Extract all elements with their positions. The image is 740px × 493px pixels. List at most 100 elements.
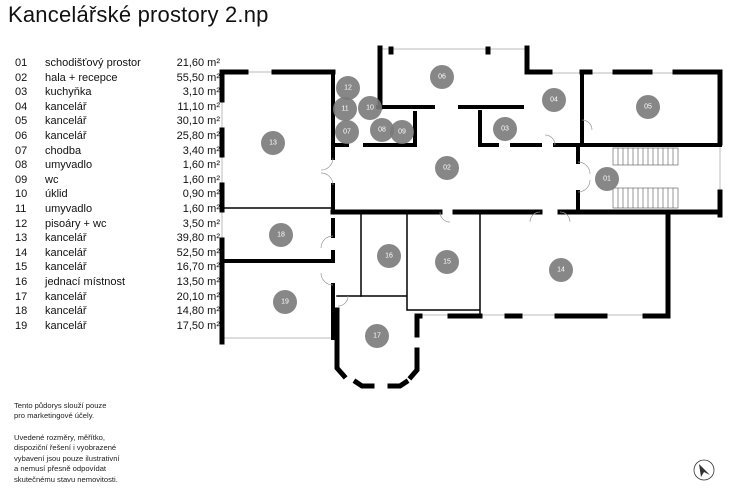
marker-label: 03 — [501, 126, 509, 133]
room-area: 52,50 m² — [176, 246, 220, 259]
room-number: 12 — [15, 217, 28, 230]
marker-label: 07 — [343, 129, 351, 136]
room-number: 01 — [15, 57, 28, 69]
room-area: 1,60 m² — [182, 202, 220, 215]
room-name: kancelář — [45, 290, 87, 303]
marker-circle — [636, 95, 660, 119]
disclaimer-line: skutečnému stavu nemovitosti. — [14, 474, 118, 484]
marker-circle — [435, 156, 459, 180]
marker-label: 04 — [550, 97, 558, 104]
marker-circle — [335, 120, 359, 144]
marker-circle — [365, 324, 389, 348]
page-title: Kancelářské prostory 2.np — [8, 2, 269, 27]
room-marker: 05 — [636, 95, 660, 119]
legend-row: 05 kancelář 30,10 m² — [15, 114, 220, 129]
room-number: 09 — [15, 173, 28, 186]
room-number: 05 — [15, 115, 28, 128]
disclaimer-line: a nemusí přesně odpovídat — [14, 464, 107, 474]
room-number: 08 — [15, 159, 28, 172]
room-area: 17,50 m² — [176, 319, 220, 332]
north-arrow-icon — [693, 459, 715, 481]
room-number: 04 — [15, 100, 28, 113]
room-number: 10 — [15, 188, 28, 201]
room-name: schodišťový prostor — [45, 57, 141, 69]
room-area: 13,50 m² — [176, 275, 220, 288]
room-marker: 14 — [549, 258, 573, 282]
disclaimer-marketing: Tento půdorys slouží pouze pro marketing… — [14, 401, 106, 422]
room-number: 07 — [15, 144, 28, 157]
marker-label: 12 — [344, 85, 352, 92]
room-name: umyvadlo — [45, 159, 93, 172]
legend-row: 04 kancelář 11,10 m² — [15, 100, 220, 115]
marker-circle — [435, 250, 459, 274]
room-name: kancelář — [45, 115, 87, 128]
room-name: kancelář — [45, 129, 87, 142]
room-name: pisoáry + wc — [45, 217, 107, 230]
room-marker: 13 — [261, 131, 285, 155]
room-area: 55,50 m² — [176, 71, 220, 84]
room-number: 13 — [15, 232, 28, 245]
room-number: 02 — [15, 71, 28, 84]
room-marker: 10 — [358, 96, 382, 120]
marker-label: 19 — [281, 299, 289, 306]
room-area: 11,10 m² — [177, 100, 220, 113]
marker-label: 16 — [385, 253, 393, 260]
legend-row: 16 jednací místnost 13,50 m² — [15, 275, 220, 290]
room-name: kancelář — [45, 261, 87, 274]
marker-label: 06 — [438, 74, 446, 81]
room-marker: 02 — [435, 156, 459, 180]
marker-circle — [370, 118, 394, 142]
stairs — [612, 147, 679, 209]
legend-row: 06 kancelář 25,80 m² — [15, 129, 220, 144]
room-marker: 06 — [430, 65, 454, 89]
room-number: 14 — [15, 246, 28, 259]
marker-circle — [358, 96, 382, 120]
room-marker: 09 — [390, 120, 414, 144]
room-name: jednací místnost — [45, 275, 126, 288]
marker-label: 02 — [443, 165, 451, 172]
marker-label: 15 — [443, 259, 451, 266]
marker-label: 09 — [398, 129, 406, 136]
room-number: 15 — [15, 261, 28, 274]
room-area: 30,10 m² — [176, 115, 220, 128]
marker-circle — [542, 88, 566, 112]
marker-label: 11 — [341, 106, 348, 113]
room-marker: 17 — [365, 324, 389, 348]
walls — [219, 45, 723, 389]
marker-circle — [336, 76, 360, 100]
marker-circle — [273, 290, 297, 314]
marker-label: 18 — [277, 232, 285, 239]
room-name: kuchyňka — [45, 86, 92, 99]
room-marker: 15 — [435, 250, 459, 274]
room-area: 25,80 m² — [176, 129, 220, 142]
room-area: 39,80 m² — [176, 232, 220, 245]
marker-circle — [595, 167, 619, 191]
marker-circle — [430, 65, 454, 89]
room-number: 06 — [15, 129, 28, 142]
room-marker: 16 — [377, 244, 401, 268]
room-number: 19 — [15, 319, 28, 332]
room-name: kancelář — [45, 246, 87, 259]
room-number: 03 — [15, 86, 28, 99]
room-number: 16 — [15, 275, 28, 288]
room-name: kancelář — [45, 100, 87, 113]
room-name: chodba — [45, 144, 82, 157]
room-name: úklid — [45, 188, 68, 201]
marker-label: 17 — [373, 333, 381, 340]
room-name: umyvadlo — [45, 202, 93, 215]
marker-circle — [269, 223, 293, 247]
room-area: 3,10 m² — [182, 86, 220, 99]
marker-label: 13 — [269, 140, 277, 147]
